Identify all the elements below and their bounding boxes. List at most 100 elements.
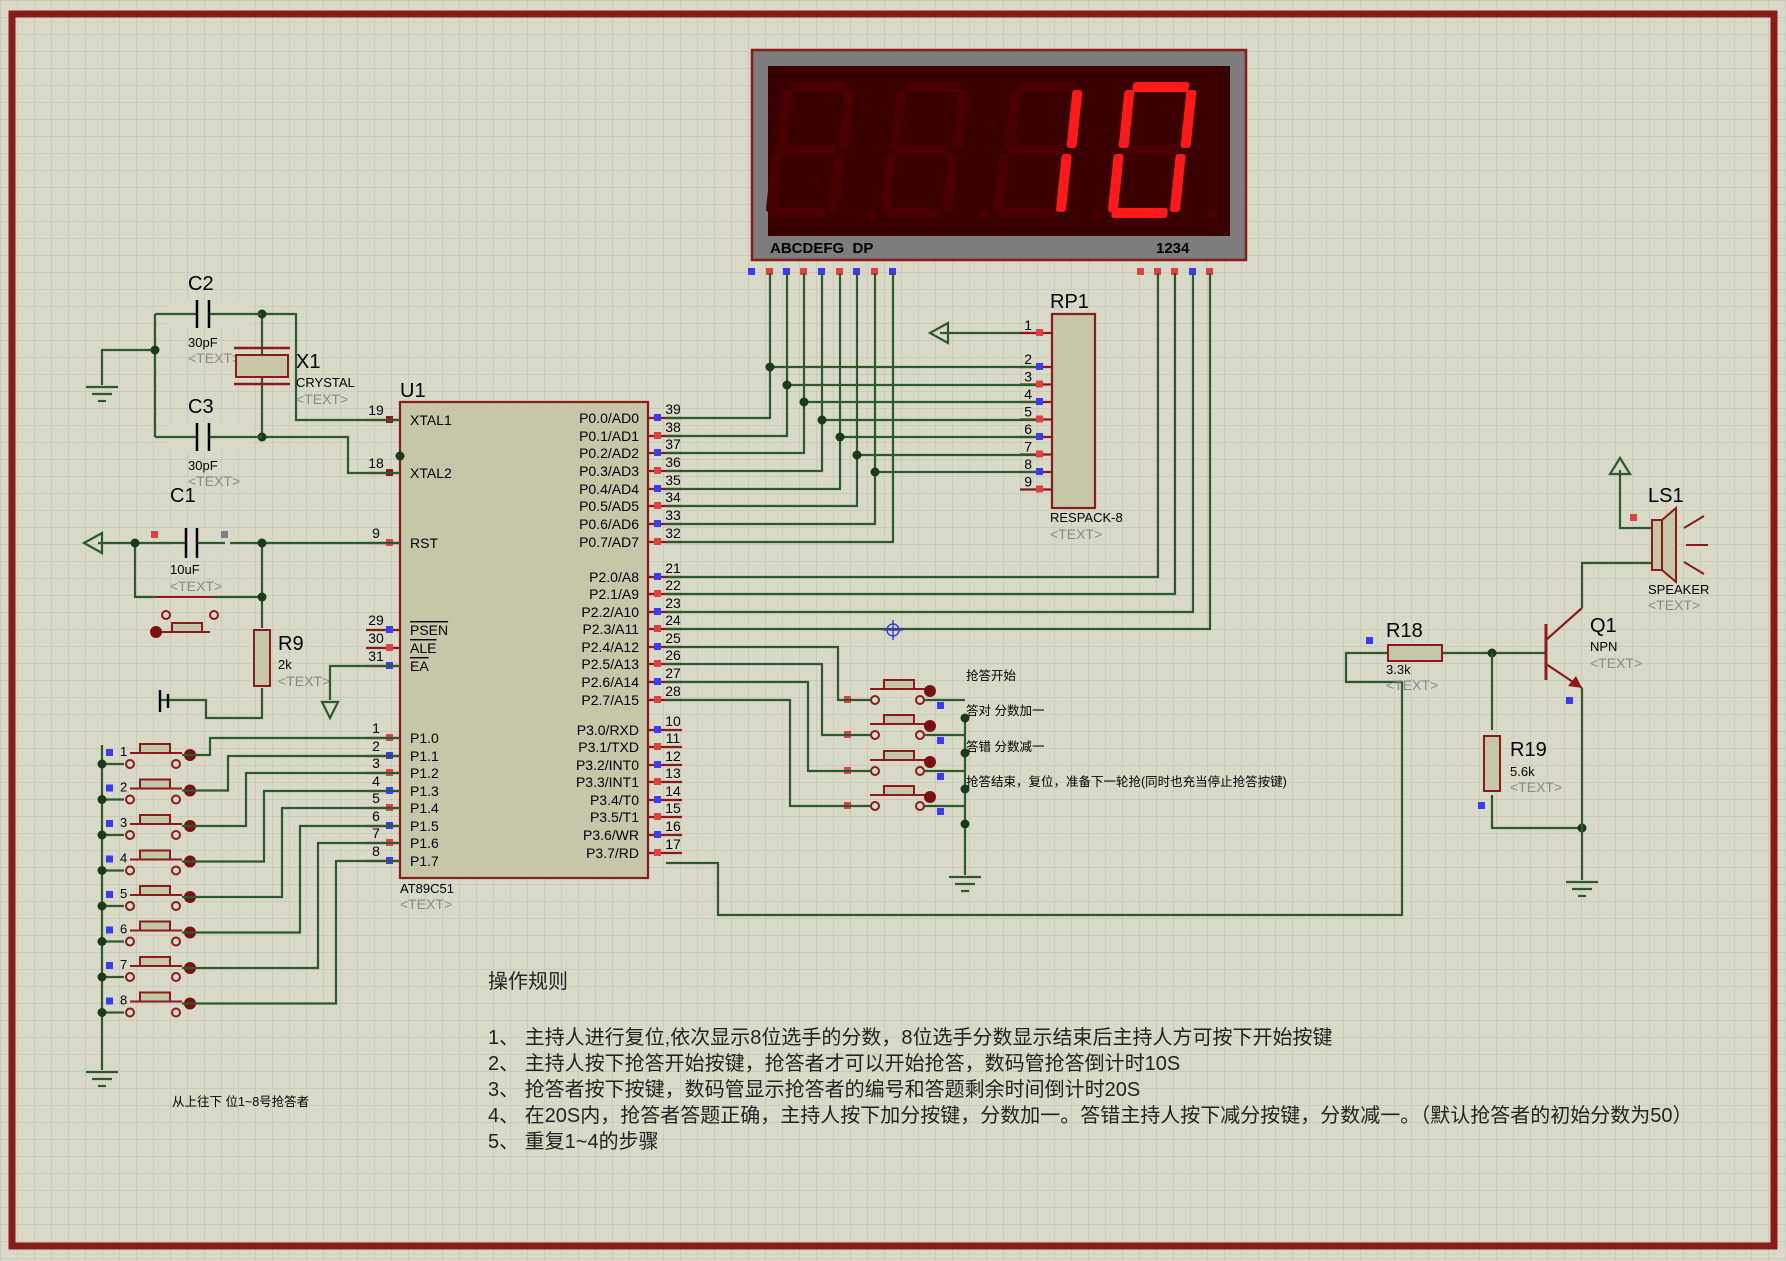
host-wire: [666, 680, 871, 773]
oscillator-circuit: C2 30pF <TEXT> C3 30pF <TEXT> X1 CRYSTAL…: [86, 273, 405, 489]
segment-c: [828, 154, 844, 212]
svg-text:P0.4/AD4: P0.4/AD4: [579, 481, 639, 497]
svg-text:Q1: Q1: [1590, 615, 1617, 637]
svg-text:7: 7: [1024, 439, 1032, 455]
pin-marker: [783, 268, 790, 275]
svg-text:1: 1: [372, 720, 380, 736]
x1-crystal: X1 CRYSTAL <TEXT>: [234, 346, 355, 407]
c3-capacitor: C3 30pF <TEXT>: [155, 396, 262, 489]
segment-g: [1008, 145, 1065, 155]
speaker-driver: R18 3.3k <TEXT> R19 5.6k <TEXT> Q1 NPN <…: [666, 455, 1709, 917]
player-button-4[interactable]: 4: [97, 789, 401, 876]
segment-a: [790, 82, 848, 92]
svg-text:<TEXT>: <TEXT>: [1510, 779, 1562, 795]
host-button-2[interactable]: 答对 分数加一: [666, 662, 1044, 758]
player-button-3[interactable]: 3: [97, 771, 401, 840]
svg-text:18: 18: [368, 455, 384, 471]
segment-g: [894, 145, 951, 155]
svg-text:P1.4: P1.4: [410, 800, 439, 816]
host-button-1[interactable]: 抢答开始: [666, 645, 1017, 723]
svg-text:1: 1: [1024, 317, 1032, 333]
svg-text:4: 4: [372, 773, 380, 789]
player-button-1[interactable]: 1: [97, 736, 401, 769]
ls1-speaker: LS1 SPEAKER <TEXT>: [1630, 485, 1709, 613]
digit-2: [880, 82, 989, 219]
svg-text:P3.2/INT0: P3.2/INT0: [576, 757, 639, 773]
svg-text:7: 7: [120, 957, 127, 972]
host-button-3[interactable]: 答错 分数减一: [666, 680, 1044, 794]
segment-dp: [1093, 209, 1103, 219]
svg-text:P1.6: P1.6: [410, 835, 439, 851]
svg-text:<TEXT>: <TEXT>: [188, 473, 240, 489]
pin-marker: [871, 268, 878, 275]
svg-text:39: 39: [665, 401, 681, 417]
pin-marker: [766, 268, 773, 275]
svg-text:C3: C3: [188, 396, 214, 418]
svg-text:12: 12: [665, 748, 681, 764]
rule-item-1: 1、 主持人进行复位,依次显示8位选手的分数，8位选手分数显示结束后主持人方可按…: [488, 1026, 1332, 1049]
segment-g: [1122, 145, 1179, 155]
digit-1: [766, 82, 875, 219]
svg-text:7: 7: [372, 825, 380, 841]
svg-text:8: 8: [1024, 456, 1032, 472]
svg-text:6: 6: [1024, 421, 1032, 437]
svg-text:<TEXT>: <TEXT>: [1386, 677, 1438, 693]
rp1-pin-1: 1: [1020, 317, 1052, 336]
svg-text:P1.0: P1.0: [410, 730, 439, 746]
svg-text:P2.0/A8: P2.0/A8: [589, 569, 639, 585]
segment-dp: [1207, 209, 1217, 219]
player-wire: [182, 789, 400, 863]
svg-text:P0.1/AD1: P0.1/AD1: [579, 428, 639, 444]
svg-text:15: 15: [665, 800, 681, 816]
segment-e: [880, 154, 896, 212]
svg-text:R9: R9: [278, 633, 304, 655]
svg-text:P3.7/RD: P3.7/RD: [586, 845, 639, 861]
segment-d: [769, 208, 826, 218]
segment-e: [1108, 154, 1124, 212]
u1-text: <TEXT>: [400, 896, 452, 912]
player-button-2[interactable]: 2: [97, 754, 401, 805]
svg-text:P1.7: P1.7: [410, 853, 439, 869]
player-button-7[interactable]: 7: [97, 841, 401, 982]
svg-text:30pF: 30pF: [188, 335, 218, 350]
port2-digit-select: [666, 273, 1212, 631]
seven-segment-display: ABCDEFG DP 1234: [748, 48, 1248, 275]
svg-text:34: 34: [665, 489, 681, 505]
pin-marker: [1189, 268, 1196, 275]
digit-3: [994, 82, 1103, 219]
svg-text:8: 8: [372, 843, 380, 859]
svg-text:23: 23: [665, 595, 681, 611]
svg-text:P0.6/AD6: P0.6/AD6: [579, 516, 639, 532]
svg-text:17: 17: [665, 836, 681, 852]
svg-text:30pF: 30pF: [188, 458, 218, 473]
segment-f: [890, 90, 907, 148]
player-wire: [182, 806, 400, 899]
svg-text:P2.7/A15: P2.7/A15: [581, 692, 639, 708]
svg-text:25: 25: [665, 630, 681, 646]
player-button-6[interactable]: 6: [97, 824, 401, 947]
player-button-5[interactable]: 5: [97, 806, 401, 911]
svg-text:1: 1: [120, 744, 127, 759]
reset-button[interactable]: [150, 596, 219, 638]
svg-text:8: 8: [120, 993, 127, 1008]
player-button-8[interactable]: 8: [97, 859, 401, 1018]
svg-text:<TEXT>: <TEXT>: [1590, 655, 1642, 671]
svg-text:4: 4: [120, 851, 127, 866]
r9-resistor: R9 2k <TEXT>: [253, 629, 330, 689]
host-button-4[interactable]: 抢答结束，复位，准备下一轮抢(同时也充当停止抢答按键): [666, 698, 1287, 829]
svg-text:3: 3: [372, 755, 380, 771]
svg-text:P2.5/A13: P2.5/A13: [581, 656, 639, 672]
rp1-value: RESPACK-8: [1050, 510, 1123, 525]
